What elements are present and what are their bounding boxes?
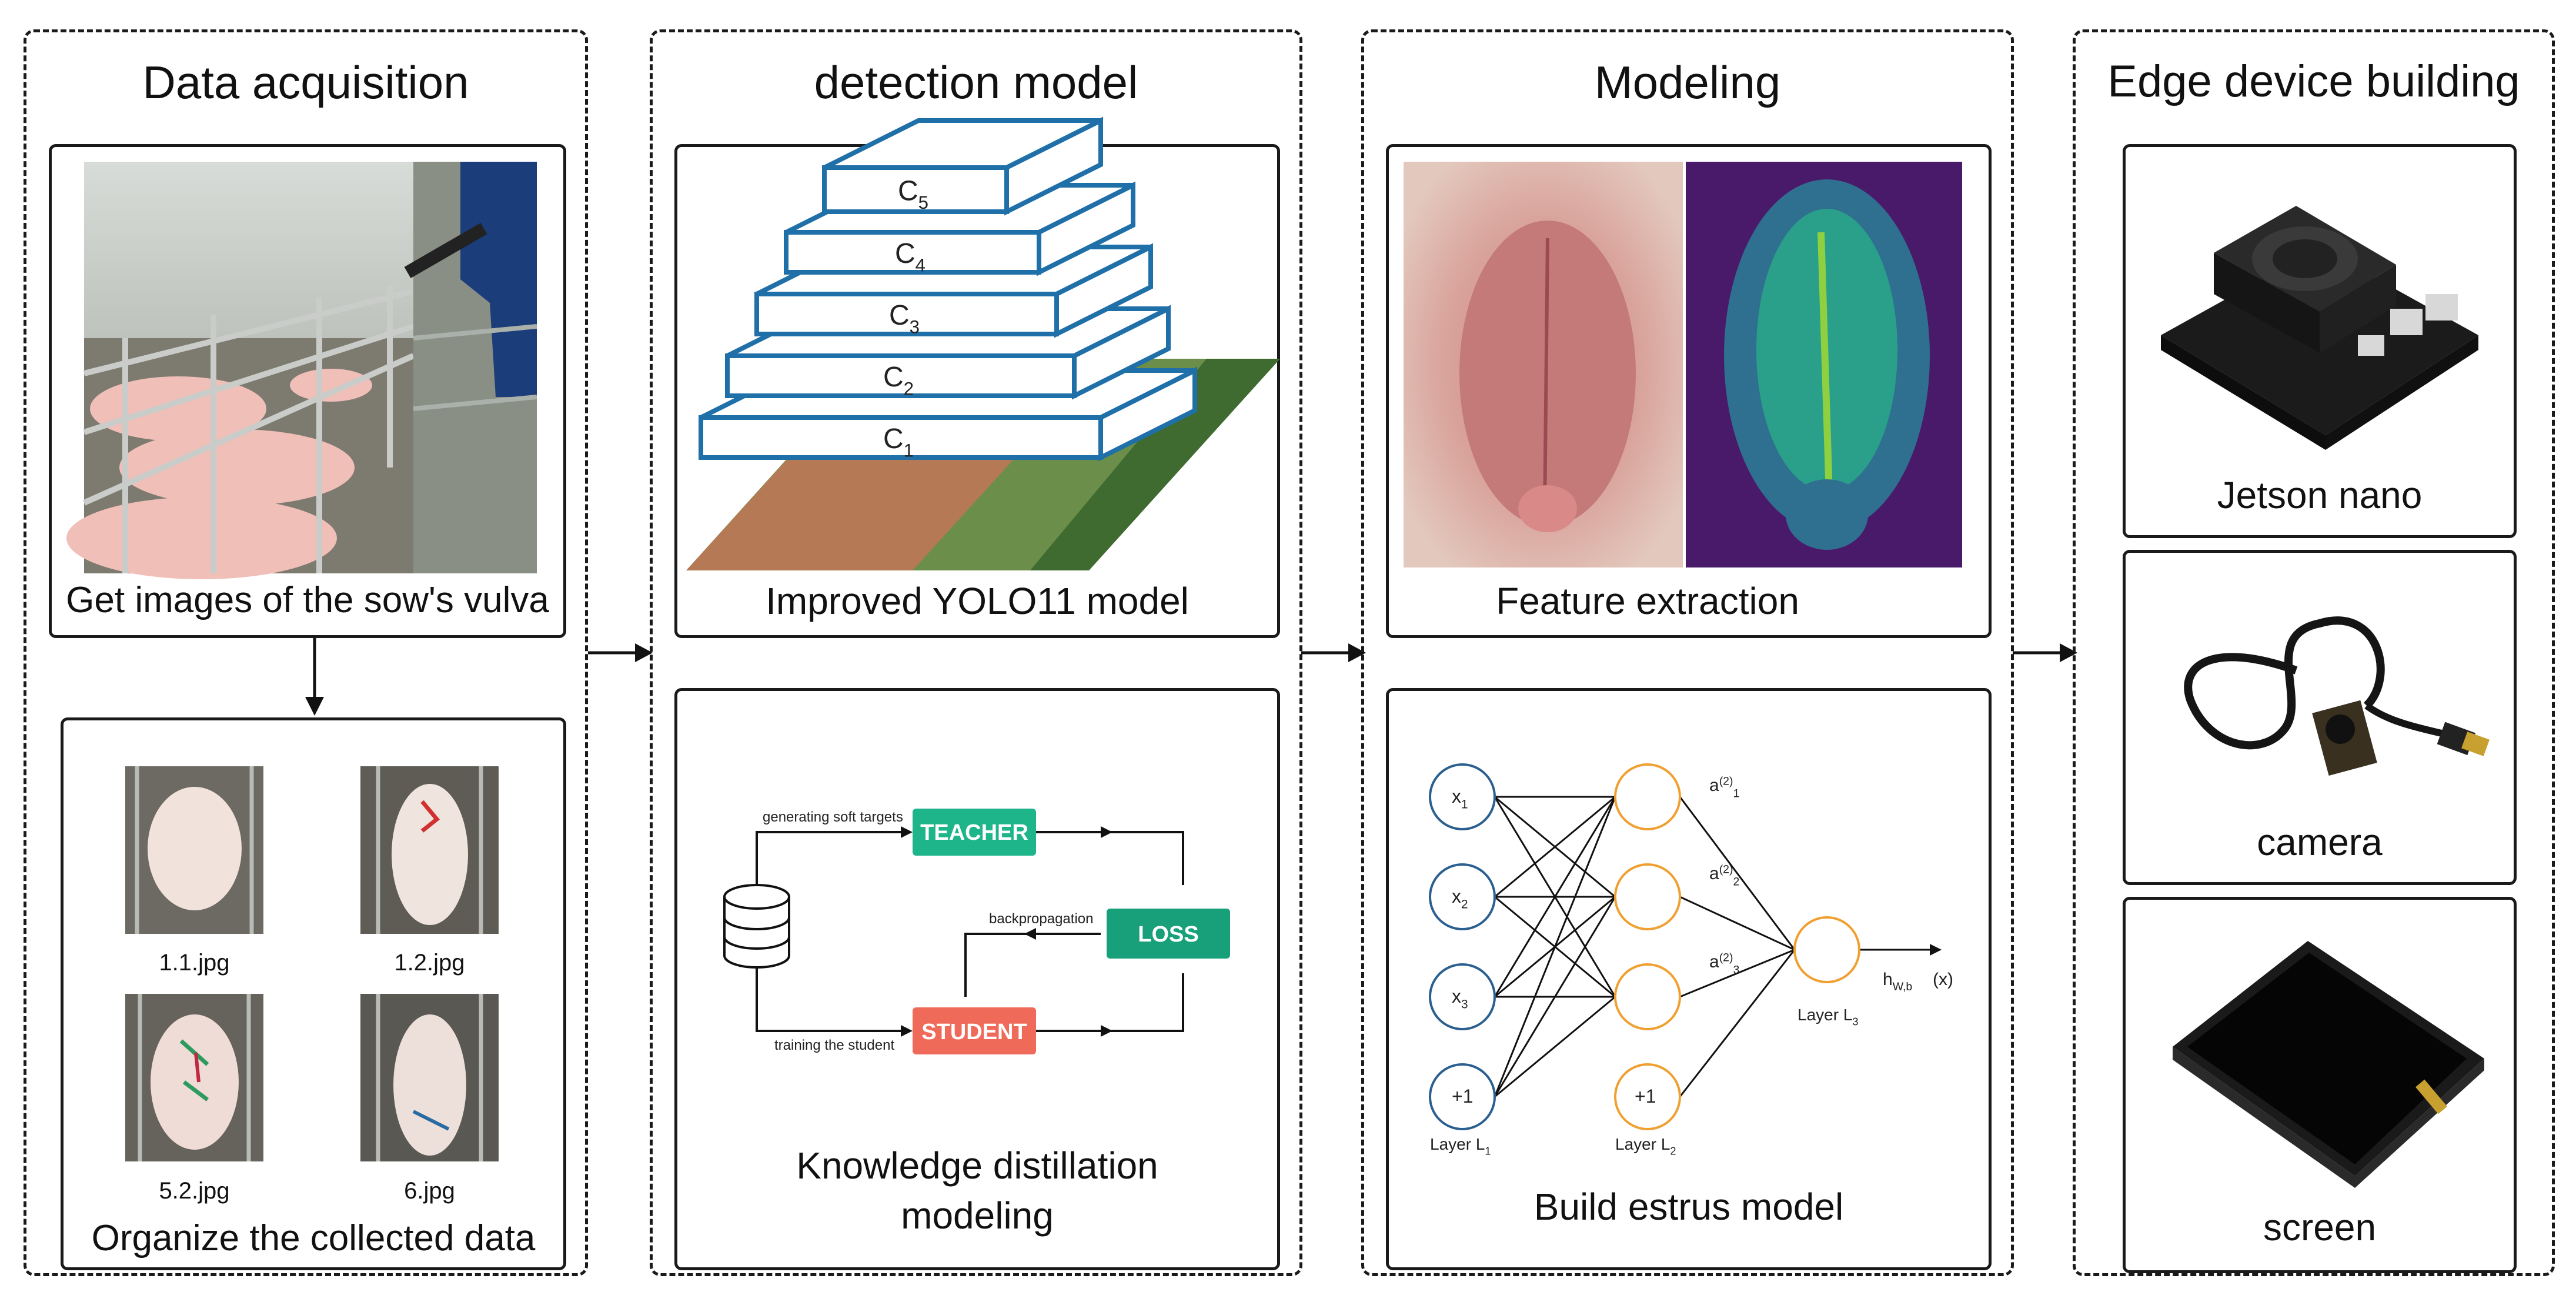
nn-edge <box>1494 796 1616 1097</box>
file-label-3: 5.2.jpg <box>159 1178 230 1204</box>
activation-label: a(2)3 <box>1709 952 1739 977</box>
teacher-label: TEACHER <box>920 820 1028 845</box>
loss-node <box>1107 909 1230 959</box>
barn-photo <box>66 162 537 579</box>
activation-label: a(2)2 <box>1709 863 1739 889</box>
nn-edge <box>1679 796 1796 950</box>
feature-caption: Feature extraction <box>1496 580 1799 622</box>
camera-caption: camera <box>2257 821 2383 863</box>
sow-thumb-4 <box>360 994 499 1161</box>
screen-box: screen <box>2123 897 2517 1273</box>
pyramid-label-5: C5 <box>898 176 928 213</box>
flow-arrow-1 <box>588 643 653 662</box>
panel-modeling: Modeling <box>1361 29 2014 1276</box>
output-node <box>1793 916 1860 983</box>
nn-edge <box>1679 949 1795 998</box>
training-label: training the student <box>774 1037 894 1053</box>
input-node <box>1429 1063 1496 1130</box>
nn-edge <box>1494 896 1616 1097</box>
input-node <box>1429 763 1496 830</box>
backprop-label: backpropagation <box>989 911 1093 927</box>
yolo-caption: Improved YOLO11 model <box>766 580 1189 622</box>
pyramid-layer-5: C5 <box>822 116 1103 216</box>
layer-l1-label: Layer L1 <box>1430 1135 1491 1157</box>
screen-caption: screen <box>2263 1206 2377 1248</box>
panel-data-acquisition: Data acquisition <box>24 29 588 1276</box>
nn-edge <box>1494 996 1616 1098</box>
feature-box: Feature extraction <box>1386 144 1992 638</box>
teacher-node <box>913 809 1036 856</box>
layer-l2-label: Layer L2 <box>1615 1135 1676 1157</box>
activation-label: a(2)1 <box>1709 775 1739 800</box>
nn-edge <box>1679 896 1795 951</box>
sow-thumb-1 <box>125 766 263 934</box>
kd-caption-line1: Knowledge distillation <box>796 1144 1158 1187</box>
panel-edge-device: Edge device building Jetson nano <box>2073 29 2555 1276</box>
output-label: hW,b <box>1883 970 1912 993</box>
camera-box: camera <box>2123 550 2517 885</box>
sow-thumb-2 <box>360 766 499 934</box>
nn-edge <box>1494 796 1616 997</box>
sow-thumb-3 <box>125 994 263 1161</box>
hidden-node <box>1614 963 1681 1030</box>
dataset-caption: Organize the collected data <box>91 1218 536 1258</box>
jetson-image <box>2161 206 2478 450</box>
hidden-bias-label: +1 <box>1635 1086 1656 1107</box>
nn-edge <box>1494 796 1616 898</box>
screen-image <box>2173 941 2484 1188</box>
soft-targets-label: generating soft targets <box>763 809 903 825</box>
down-arrow <box>305 638 324 716</box>
panel-title: detection model <box>814 56 1138 108</box>
layer-l3-label: Layer L3 <box>1797 1006 1859 1027</box>
panel-title: Data acquisition <box>142 56 469 108</box>
input-node-label: +1 <box>1452 1086 1473 1107</box>
hidden-node <box>1614 1063 1681 1130</box>
student-node <box>913 1007 1036 1054</box>
jetson-caption: Jetson nano <box>2217 474 2423 516</box>
input-node <box>1429 863 1496 930</box>
flow-arrow-3 <box>2013 643 2077 662</box>
kd-caption-line2: modeling <box>901 1194 1054 1237</box>
flow-arrow-2 <box>1301 643 1366 662</box>
photo-box: Get images of the sow's vulva <box>49 144 566 638</box>
file-label-4: 6.jpg <box>404 1178 455 1204</box>
output-arg-label: (x) <box>1933 970 1953 989</box>
kd-box: TEACHER STUDENT LOSS generating soft tar… <box>674 688 1280 1270</box>
nn-edge <box>1679 949 1796 1097</box>
dataset-box: 1.1.jpg 1.2.jpg 5.2.jpg 6.jpg Organize t… <box>61 717 566 1270</box>
jetson-box: Jetson nano <box>2123 144 2517 538</box>
photo-caption: Get images of the sow's vulva <box>66 580 549 620</box>
vulva-photo <box>1404 162 1683 567</box>
panel-title: Edge device building <box>2107 56 2520 106</box>
file-label-1: 1.1.jpg <box>159 950 230 976</box>
hidden-node <box>1614 763 1681 830</box>
heatmap-photo <box>1686 162 1962 567</box>
input-node <box>1429 963 1496 1030</box>
panel-title: Modeling <box>1594 56 1781 108</box>
hidden-node <box>1614 863 1681 930</box>
nn-caption: Build estrus model <box>1533 1186 1844 1228</box>
kd-diagram: TEACHER STUDENT LOSS generating soft tar… <box>723 809 1230 1054</box>
loss-label: LOSS <box>1138 922 1198 947</box>
student-label: STUDENT <box>921 1020 1027 1044</box>
camera-image <box>2184 616 2490 776</box>
file-label-2: 1.2.jpg <box>394 950 465 976</box>
